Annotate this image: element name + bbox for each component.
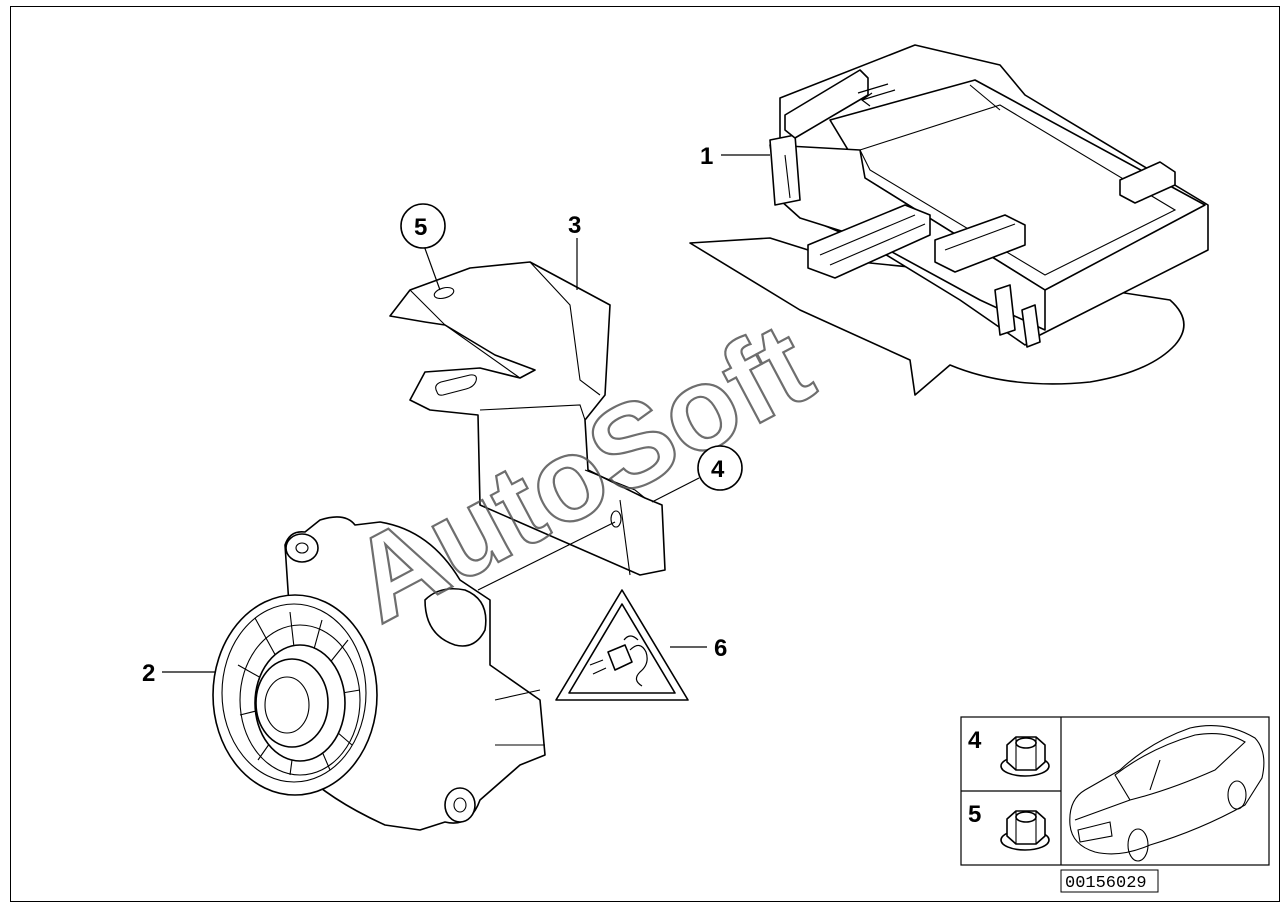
diagram-code-box: [1060, 869, 1159, 893]
callout-4: 4: [711, 456, 725, 483]
callout-4-circle[interactable]: 4: [697, 445, 743, 491]
alarm-siren-part[interactable]: [212, 516, 546, 831]
hex-nut-icon: [1000, 736, 1050, 777]
mounting-bracket-part[interactable]: [389, 261, 666, 576]
legend-label-4: 4: [968, 727, 982, 754]
callout-2[interactable]: 2: [142, 660, 155, 687]
legend-box: 4 5: [960, 716, 1270, 866]
diagram-code: 00156029: [1065, 874, 1147, 893]
callout-5-circle[interactable]: 5: [400, 203, 446, 249]
callout-3[interactable]: 3: [568, 212, 581, 239]
diagram-frame: [10, 6, 1280, 902]
legend-label-5: 5: [968, 801, 981, 828]
car-outline-icon: [1069, 725, 1265, 862]
callout-5: 5: [414, 214, 427, 241]
control-module-part[interactable]: [689, 44, 1209, 396]
warning-label-part[interactable]: [555, 589, 689, 701]
leader-lines: [162, 154, 770, 673]
hex-nut-icon: [1000, 810, 1050, 851]
callout-1[interactable]: 1: [700, 143, 713, 170]
plug-icon: [589, 635, 648, 687]
callout-6[interactable]: 6: [714, 635, 727, 662]
